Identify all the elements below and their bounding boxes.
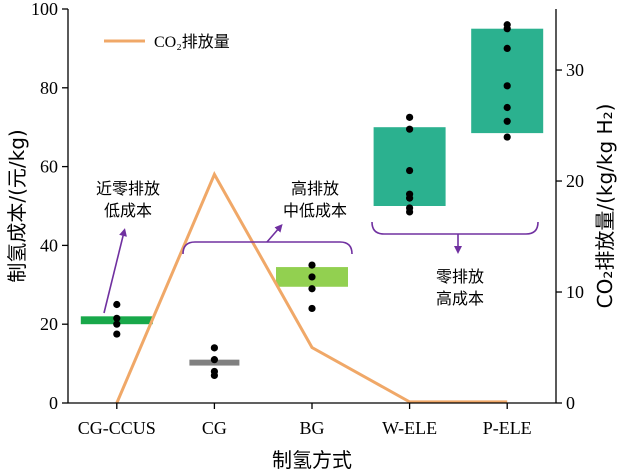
x-tick-label: P-ELE — [483, 418, 532, 438]
cost-point-w-ele — [406, 113, 414, 121]
annotation-arrow-ccus — [103, 228, 127, 314]
right-tick-label: 0 — [566, 393, 575, 413]
x-tick-label: CG-CCUS — [78, 418, 156, 438]
annotation-text: 零排放 — [436, 267, 484, 286]
annotation-text: 中低成本 — [283, 201, 347, 220]
cost-point-bg — [308, 273, 316, 281]
cost-point-p-ele — [503, 133, 511, 141]
left-tick-label: 60 — [40, 157, 58, 177]
cost-point-p-ele — [503, 103, 511, 112]
x-tick-label: CG — [202, 418, 227, 438]
x-axis-title: 制氢方式 — [272, 448, 352, 472]
annotation-text: 近零排放 — [96, 179, 160, 198]
x-tick-label: W-ELE — [382, 418, 437, 438]
cost-point-w-ele — [406, 125, 414, 133]
cost-point-cg-ccus — [113, 314, 121, 322]
cost-point-cg — [210, 356, 218, 364]
left-tick-label: 100 — [31, 0, 58, 19]
cost-point-bg — [308, 304, 316, 313]
left-tick-label: 0 — [49, 393, 58, 413]
legend-label: CO₂排放量 — [154, 33, 230, 51]
annotation-text: 高排放 — [291, 179, 339, 198]
annotation-arrow-high — [266, 223, 283, 243]
cost-range-bar-p-ele — [471, 28, 544, 134]
cost-point-p-ele — [503, 117, 511, 125]
x-tick-label: BG — [299, 418, 324, 438]
annotation-bracket-high — [182, 241, 353, 255]
right-tick-label: 30 — [566, 60, 584, 80]
left-axis-title: 制氢成本/(元/kg) — [5, 129, 29, 282]
cost-point-cg-ccus — [113, 320, 121, 328]
cost-point-bg — [308, 261, 316, 269]
cost-point-cg-ccus — [113, 300, 121, 309]
left-tick-label: 20 — [40, 314, 58, 334]
cost-point-cg-ccus — [113, 330, 121, 338]
cost-point-w-ele — [406, 166, 414, 175]
cost-point-cg — [210, 344, 218, 352]
left-tick-label: 80 — [40, 78, 58, 98]
right-tick-label: 20 — [566, 171, 584, 191]
cost-point-bg — [308, 285, 316, 293]
right-axis-title: CO₂排放量/(kg/kg H₂) — [593, 104, 617, 309]
cost-point-p-ele — [503, 44, 511, 53]
cost-point-w-ele — [406, 194, 414, 202]
cost-point-cg — [210, 371, 218, 380]
annotation-text: 低成本 — [104, 201, 152, 220]
annotation-bracket-zero — [371, 221, 539, 235]
annotation-text: 高成本 — [436, 289, 484, 308]
emissions-line — [115, 170, 508, 404]
cost-point-p-ele — [503, 82, 511, 90]
cost-point-p-ele — [503, 25, 511, 33]
right-tick-label: 10 — [566, 282, 584, 302]
left-tick-label: 40 — [40, 235, 58, 255]
cost-point-w-ele — [406, 208, 414, 216]
